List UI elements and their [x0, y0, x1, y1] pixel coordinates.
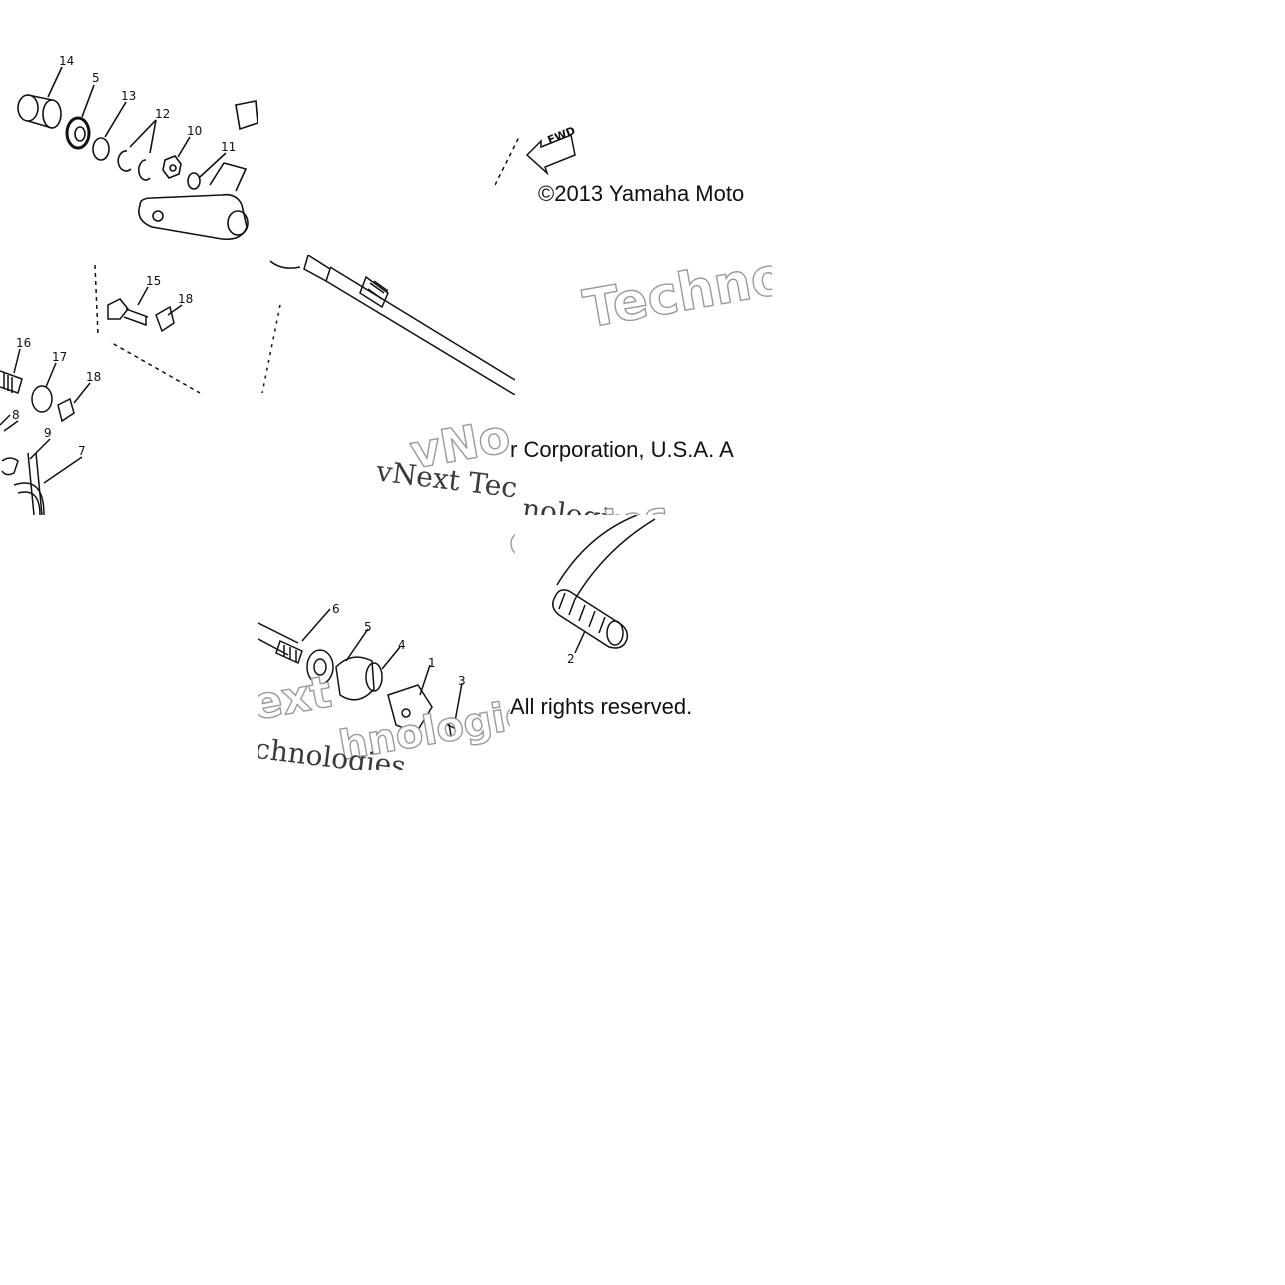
callout-13: 13 — [121, 89, 137, 103]
callout-14: 14 — [59, 54, 75, 68]
copyright-line-1: ©2013 Yamaha Moto — [538, 181, 745, 206]
tile-copyright-bottom: All rights reserved. — [510, 680, 772, 740]
callout-4: 4 — [398, 638, 406, 652]
callout-15: 15 — [146, 274, 162, 288]
tile-shift-pedal: 2 — [515, 515, 772, 675]
callout-18: 18 — [86, 370, 102, 384]
callout-9: 9 — [44, 426, 52, 440]
tile-shaft — [258, 255, 515, 395]
shift-shaft-drawing — [261, 255, 515, 395]
tile-pedal-hub-parts: 6 5 4 1 3 ext hnologies chnologies — [258, 595, 515, 770]
callout-8: 8 — [12, 408, 20, 422]
tile-shift-lever-parts: 14 5 13 12 10 11 — [0, 45, 258, 240]
copyright-line-3: All rights reserved. — [510, 694, 693, 719]
callout-6: 6 — [332, 602, 340, 616]
tile-stopper-inset: 15 18 — [90, 265, 260, 395]
stopper-inset-drawing — [94, 265, 201, 394]
copyright-line-2: r Corporation, U.S.A. A — [510, 437, 734, 462]
shift-lever-parts-drawing — [17, 66, 258, 240]
callout-17: 17 — [52, 350, 68, 364]
callout-2: 2 — [567, 652, 575, 666]
callout-5: 5 — [92, 71, 100, 85]
tile-spring-parts: 16 17 18 8 9 7 — [0, 335, 110, 515]
callout-12: 12 — [155, 107, 171, 121]
callout-11: 11 — [221, 140, 237, 154]
tile-copyright-top: FWD ©2013 Yamaha Moto Techno — [495, 115, 772, 385]
callout-18-inset: 18 — [178, 292, 194, 306]
shift-pedal-drawing — [552, 515, 656, 654]
callout-10: 10 — [187, 124, 203, 138]
callout-3: 3 — [458, 674, 466, 688]
fwd-arrow-drawing — [495, 133, 576, 186]
pedal-hub-drawing — [258, 608, 463, 742]
callout-7: 7 — [78, 444, 86, 458]
callout-16: 16 — [16, 336, 32, 350]
spring-parts-drawing — [0, 348, 91, 515]
callout-1: 1 — [428, 656, 436, 670]
callout-5-lower: 5 — [364, 620, 372, 634]
